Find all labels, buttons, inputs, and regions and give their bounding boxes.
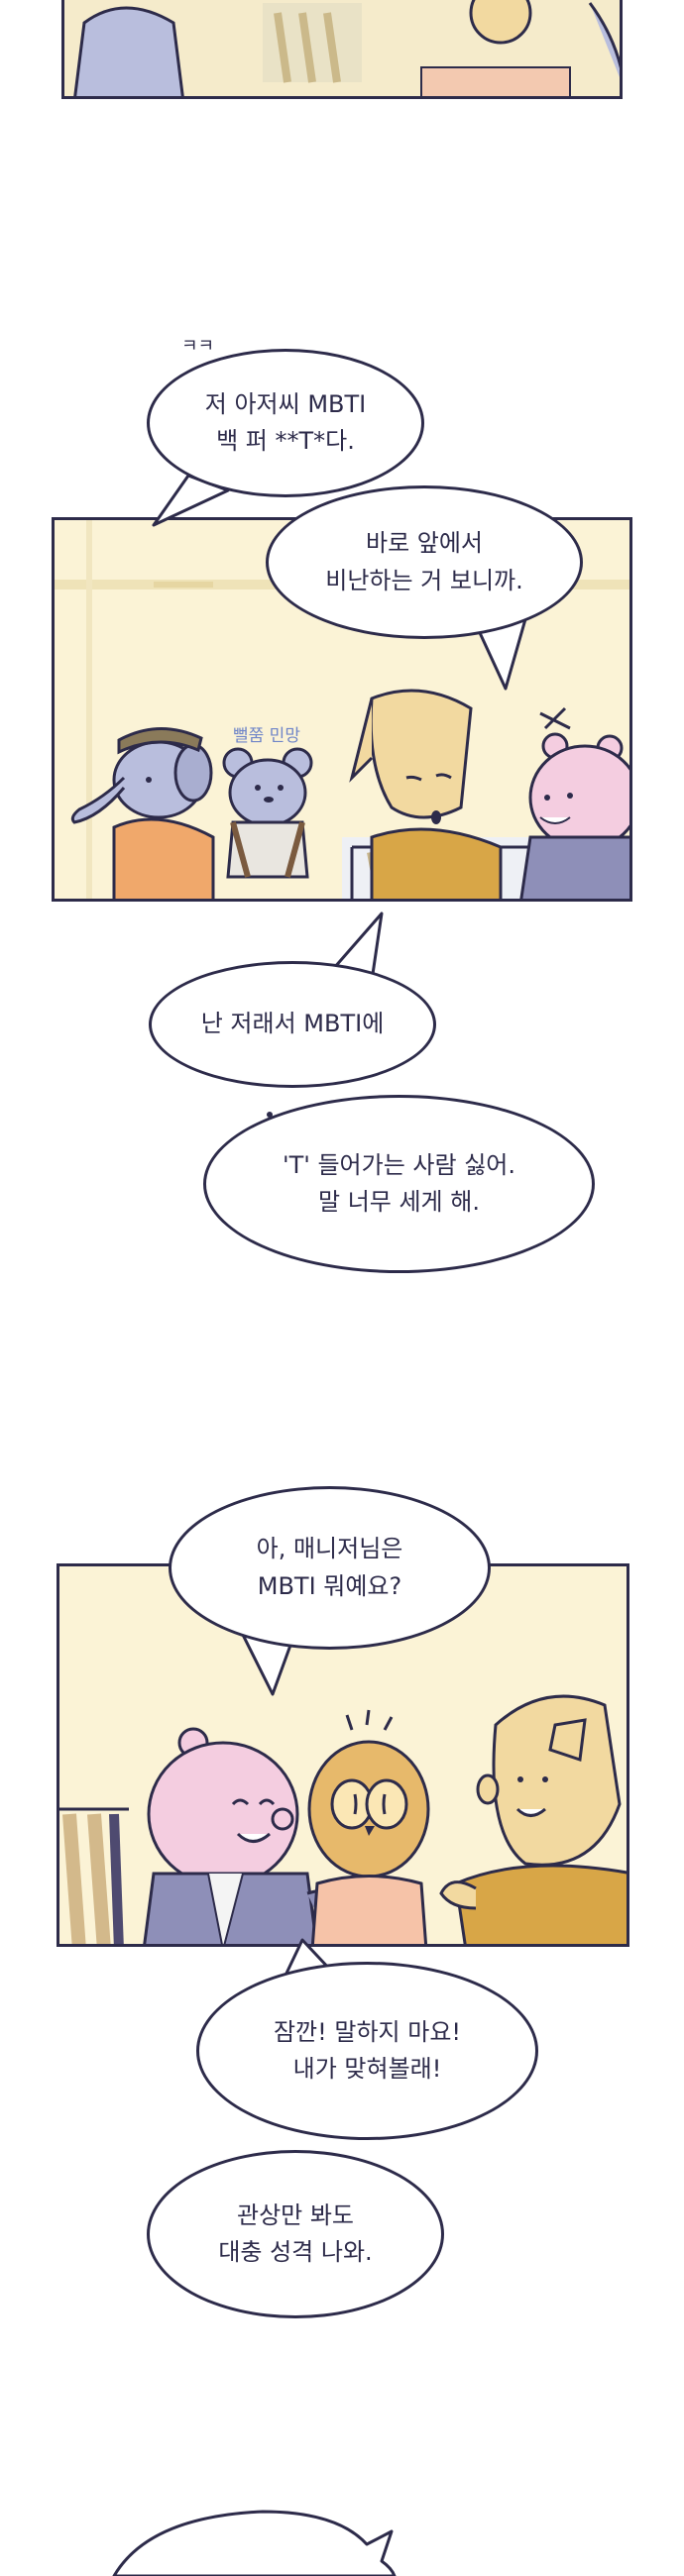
koala-character	[222, 747, 313, 879]
bubble-4-line-1: 'T' 들어가는 사람 싫어.	[282, 1150, 515, 1179]
bubble-2-line-2: 비난하는 거 보니까.	[325, 566, 523, 594]
sfx-laugh: ㅋㅋ	[181, 336, 215, 357]
clothing-rack	[59, 1807, 129, 1944]
bubble-3-line-1: 난 저래서 MBTI에	[200, 1010, 385, 1038]
bubble-5-line-2: MBTI 뭐예요?	[257, 1571, 402, 1600]
speech-bubble-4: 'T' 들어가는 사람 싫어. 말 너무 세게 해.	[203, 1095, 595, 1273]
blonde-character	[439, 1694, 627, 1944]
bubble-1-line-1: 저 아저씨 MBTI	[204, 389, 367, 418]
pink-character	[519, 706, 629, 899]
bubble-7-line-1: 관상만 봐도	[236, 2200, 355, 2229]
elephant-head-partial	[73, 6, 184, 96]
bubble-6-line-2: 내가 맞혀볼래!	[292, 2055, 442, 2083]
speech-bubble-3: 난 저래서 MBTI에	[149, 961, 436, 1088]
elephant-character	[70, 727, 215, 899]
sfx-embarrassed: 뻘쭘 민망	[233, 726, 300, 746]
bubble-1-line-2: 백 퍼 **T*다.	[216, 427, 355, 455]
blonde-character	[349, 689, 503, 899]
bubble-7-line-2: 대충 성격 나와.	[218, 2238, 373, 2266]
speech-bubble-1: 저 아저씨 MBTI 백 퍼 **T*다.	[147, 349, 424, 497]
bubble-4-line-2: 말 너무 세게 해.	[317, 1188, 480, 1216]
panel-top-art	[64, 0, 620, 96]
speech-bubble-6: 잠깐! 말하지 마요! 내가 맞혀볼래!	[196, 1962, 538, 2140]
speech-bubble-7: 관상만 봐도 대충 성격 나와.	[147, 2150, 444, 2318]
bubble-2-line-1: 바로 앞에서	[365, 529, 484, 558]
pink-character	[143, 1727, 359, 1944]
bubble-5-line-1: 아, 매니저님은	[256, 1535, 403, 1563]
speech-bubble-5: 아, 매니저님은 MBTI 뭐예요?	[169, 1486, 491, 1650]
speech-bubble-2: 바로 앞에서 비난하는 거 보니까.	[266, 485, 583, 639]
bubble-6-line-1: 잠깐! 말하지 마요!	[273, 2017, 462, 2046]
panel-top-cropped	[61, 0, 623, 99]
owl-character	[307, 1709, 430, 1944]
